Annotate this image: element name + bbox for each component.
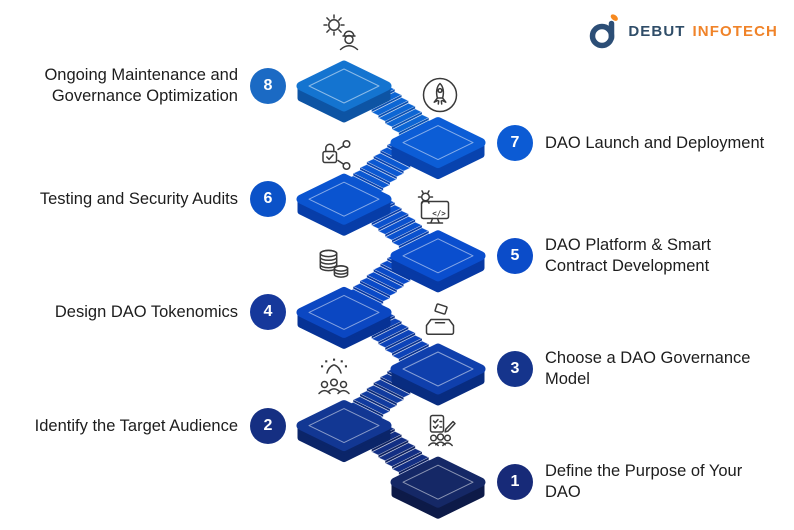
step-5-row: 5 DAO Platform & Smart Contract Developm… — [497, 230, 789, 282]
audience-icon — [318, 358, 350, 395]
step-4-badge: 4 — [250, 294, 286, 330]
logo-text: DEBUT INFOTECH — [628, 23, 778, 40]
logo-word-debut: DEBUT — [628, 22, 686, 40]
smart-contract-icon: </> — [417, 190, 450, 224]
step-8-label: Ongoing Maintenance and Governance Optim… — [44, 66, 238, 105]
step-7-badge: 7 — [497, 125, 533, 161]
platform-step-7 — [390, 117, 486, 180]
maintenance-gear-icon — [323, 14, 359, 51]
step-8-badge: 8 — [250, 68, 286, 104]
platform-step-4 — [296, 286, 392, 349]
platform-step-2 — [296, 400, 392, 463]
logo-word-infotech: INFOTECH — [692, 22, 778, 40]
step-6-row: Testing and Security Audits 6 — [18, 173, 286, 225]
step-1-row: 1 Define the Purpose of Your DAO — [497, 456, 789, 508]
security-lock-icon — [322, 139, 351, 171]
coins-icon — [319, 249, 349, 278]
step-5-label: DAO Platform & Smart Contract Developmen… — [545, 236, 711, 275]
platform-step-8 — [296, 60, 392, 123]
platform-step-6 — [296, 173, 392, 236]
logo-mark — [590, 14, 619, 49]
step-2-badge: 2 — [250, 408, 286, 444]
purpose-document-icon — [428, 414, 456, 447]
step-3-row: 3 Choose a DAO Governance Model — [497, 343, 789, 395]
ballot-box-icon — [425, 303, 455, 336]
platform-step-3 — [390, 343, 486, 406]
rocket-launch-icon — [422, 77, 458, 113]
step-1-label: Define the Purpose of Your DAO — [545, 462, 743, 501]
step-6-label: Testing and Security Audits — [39, 189, 238, 208]
step-1-badge: 1 — [497, 464, 533, 500]
step-7-row: 7 DAO Launch and Deployment — [497, 117, 789, 169]
step-6-badge: 6 — [250, 181, 286, 217]
platform-step-1 — [390, 456, 486, 519]
step-2-row: Identify the Target Audience 2 — [18, 400, 286, 452]
step-4-label: Design DAO Tokenomics — [54, 302, 238, 321]
step-7-label: DAO Launch and Deployment — [545, 133, 765, 152]
svg-text:</>: </> — [432, 209, 446, 218]
platform-step-5 — [390, 230, 486, 293]
step-5-badge: 5 — [497, 238, 533, 274]
step-8-row: Ongoing Maintenance and Governance Optim… — [18, 60, 286, 112]
step-3-badge: 3 — [497, 351, 533, 387]
logo: DEBUT INFOTECH — [587, 11, 778, 51]
step-3-label: Choose a DAO Governance Model — [545, 349, 751, 388]
step-2-label: Identify the Target Audience — [34, 416, 238, 435]
step-4-row: Design DAO Tokenomics 4 — [18, 286, 286, 338]
